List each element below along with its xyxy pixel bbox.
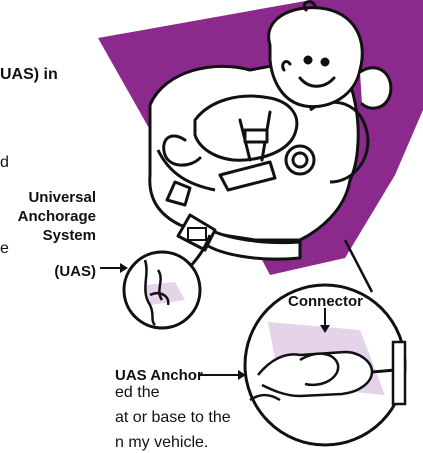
uas-label-line: Anchorage [18,207,96,226]
body-line: ed the [115,384,159,402]
heading-fragment: UAS) in [0,66,58,84]
uas-anchor-label: UAS Anchor [115,366,203,385]
body-line: at or base to the [115,409,231,427]
connector-label: Connector [288,292,363,311]
uas-label-line: (UAS) [54,262,96,281]
anchor-arrow [200,370,246,380]
body-line: n my vehicle. [115,434,208,452]
left-text-fragment: e [0,240,9,258]
detail-circle-small [124,252,200,328]
uas-arrow [100,263,128,273]
uas-label-line: System [43,226,96,245]
uas-label-line: Universal [28,188,96,207]
left-text-fragment: d [0,154,9,172]
